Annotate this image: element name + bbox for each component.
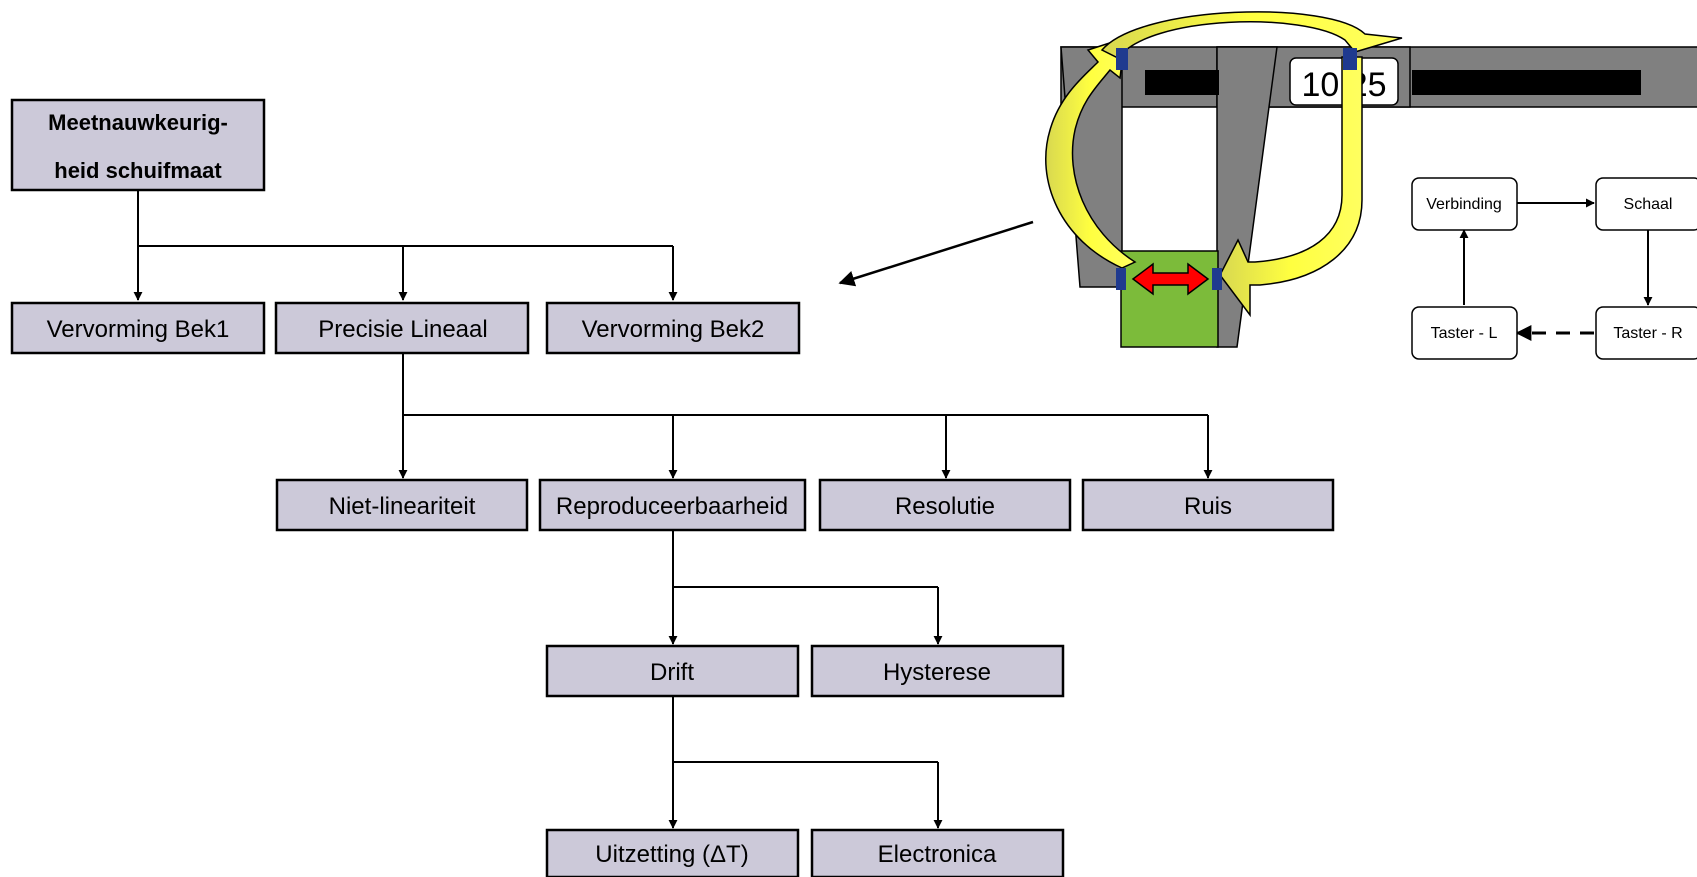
- node-electronica: Electronica: [810, 828, 1065, 877]
- node-drift: Drift: [545, 644, 800, 698]
- node-label: Vervorming Bek1: [47, 316, 230, 343]
- node-label: Niet-lineariteit: [329, 493, 476, 520]
- node-vervorming-bek2: Vervorming Bek2: [545, 301, 801, 355]
- root-label-line2: heid schuifmaat: [54, 158, 222, 183]
- loop-node-label: Verbinding: [1426, 196, 1502, 213]
- loop-node-label: Schaal: [1624, 196, 1673, 213]
- node-reproduceerbaarheid: Reproduceerbaarheid: [538, 478, 807, 532]
- pointer-arrow: [838, 220, 1034, 287]
- contact-left-jaw: [1116, 268, 1126, 290]
- node-label: Precisie Lineaal: [318, 316, 487, 343]
- loop-node-taster-l: Taster - L: [1411, 306, 1518, 360]
- node-hysterese: Hysterese: [810, 644, 1065, 698]
- yellow-arrow-right-drop: [1219, 56, 1363, 318]
- node-label: Ruis: [1184, 493, 1232, 520]
- loop-node-verbinding: Verbinding: [1411, 177, 1518, 231]
- node-uitzetting: Uitzetting (ΔT): [545, 828, 800, 877]
- root-node: Meetnauwkeurig- heid schuifmaat: [10, 98, 266, 192]
- node-ruis: Ruis: [1081, 478, 1335, 532]
- contact-slider-top: [1343, 48, 1357, 70]
- node-label: Uitzetting (ΔT): [595, 841, 748, 868]
- contact-right-jaw: [1212, 268, 1222, 290]
- yellow-arrow-top-arc: [1100, 11, 1403, 59]
- loop-node-label: Taster - R: [1613, 325, 1682, 342]
- loop-node-schaal: Schaal: [1595, 177, 1697, 231]
- measured-block: [1120, 250, 1219, 348]
- yellow-arrow-left-loop: [1045, 36, 1137, 269]
- node-resolutie: Resolutie: [818, 478, 1072, 532]
- scale-bar-right: [1412, 70, 1641, 95]
- scale-bar-left: [1145, 70, 1219, 95]
- red-double-arrow: [1131, 262, 1210, 296]
- caliper-illustration: 10.25: [1045, 11, 1697, 348]
- node-label: Electronica: [878, 841, 997, 868]
- contact-fixed-top: [1116, 48, 1128, 70]
- node-vervorming-bek1: Vervorming Bek1: [10, 301, 266, 355]
- node-niet-lineariteit: Niet-lineariteit: [275, 478, 529, 532]
- node-label: Reproduceerbaarheid: [556, 493, 788, 520]
- node-label: Vervorming Bek2: [582, 316, 765, 343]
- node-label: Drift: [650, 659, 694, 686]
- measurement-loop: Verbinding Schaal Taster - L Taster - R: [1411, 177, 1697, 360]
- node-label: Hysterese: [883, 659, 991, 686]
- loop-node-label: Taster - L: [1431, 325, 1498, 342]
- loop-node-taster-r: Taster - R: [1595, 306, 1697, 360]
- node-label: Resolutie: [895, 493, 995, 520]
- root-label-line1: Meetnauwkeurig-: [48, 110, 228, 135]
- node-precisie-lineaal: Precisie Lineaal: [274, 301, 530, 355]
